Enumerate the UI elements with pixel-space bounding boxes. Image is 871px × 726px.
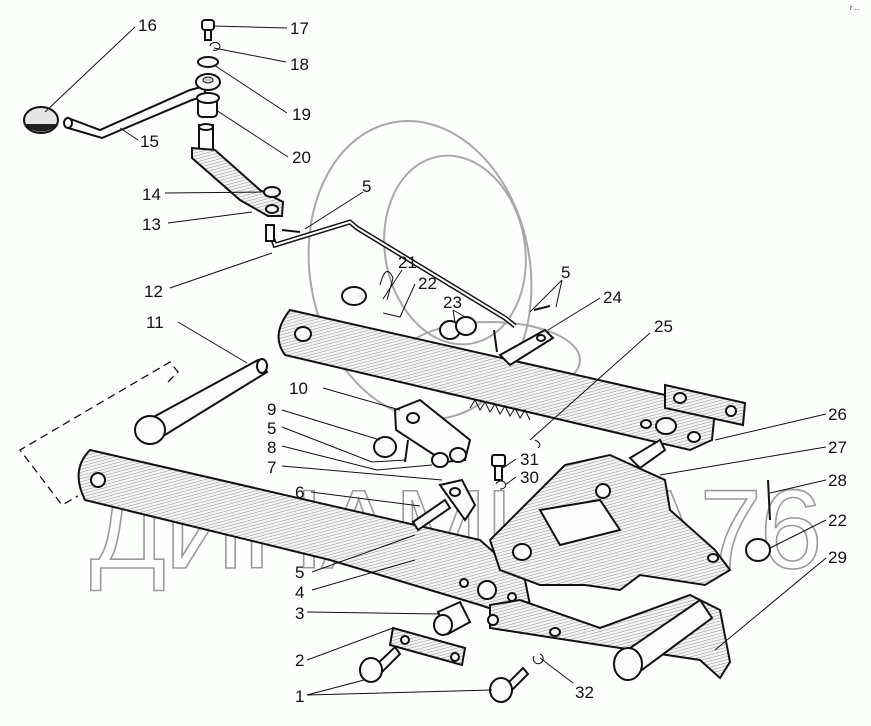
callout-6: 6 <box>295 483 304 502</box>
callout-26: 26 <box>828 405 847 424</box>
pin-3 <box>433 600 472 636</box>
circlip-18 <box>209 41 221 51</box>
washer-19 <box>197 56 219 68</box>
bolt-31 <box>491 454 506 481</box>
callout-22-top: 22 <box>418 274 437 293</box>
lower-link-bar <box>77 448 532 617</box>
pin-5-right <box>533 305 551 311</box>
callout-3: 3 <box>295 604 304 623</box>
pin-11 <box>134 358 269 445</box>
callout-5-right: 5 <box>561 263 570 282</box>
callout-labels: 16 15 17 18 19 20 14 13 5 12 21 22 23 5 … <box>138 16 847 706</box>
callout-18: 18 <box>290 55 309 74</box>
lever-knob-16 <box>23 106 59 134</box>
cotter-21 <box>379 270 394 301</box>
plate-2 <box>388 626 467 667</box>
lever-hub <box>195 73 221 118</box>
callout-2: 2 <box>295 651 304 670</box>
hitch-body-27 <box>488 438 732 592</box>
pin-5-upper <box>493 329 498 353</box>
callout-23: 23 <box>443 293 462 312</box>
upper-link-bar <box>277 308 717 452</box>
callout-5-low: 5 <box>295 563 304 582</box>
washers-23 <box>439 316 477 340</box>
washer-22-top <box>341 286 367 306</box>
callout-29: 29 <box>828 548 847 567</box>
lever-rod-15 <box>63 84 206 140</box>
bracket-6 <box>411 478 477 532</box>
callout-25: 25 <box>654 317 673 336</box>
bolt-1a <box>359 645 402 683</box>
callout-1: 1 <box>295 687 304 706</box>
callout-7: 7 <box>267 458 276 477</box>
bracket-29 <box>487 593 732 681</box>
dashed-guide <box>19 361 179 506</box>
callout-16: 16 <box>138 16 157 35</box>
cotter-28 <box>767 479 771 521</box>
callout-12: 12 <box>144 282 163 301</box>
callout-27: 27 <box>828 438 847 457</box>
control-rod-12 <box>265 219 517 328</box>
callout-11: 11 <box>146 313 164 332</box>
link-24 <box>498 328 555 367</box>
callout-20: 20 <box>292 148 311 167</box>
bushing-22-right <box>745 538 771 562</box>
bolt-1b <box>489 666 530 703</box>
callout-30: 30 <box>520 468 539 487</box>
callout-4: 4 <box>295 583 304 602</box>
callout-24: 24 <box>603 288 622 307</box>
arm-13 <box>191 123 285 217</box>
linkage-block <box>373 398 472 468</box>
callout-21: 21 <box>398 253 417 272</box>
callout-9: 9 <box>267 400 276 419</box>
callout-14: 14 <box>142 185 161 204</box>
callout-17: 17 <box>290 19 309 38</box>
circlip-30 <box>495 480 507 490</box>
callout-15: 15 <box>140 132 159 151</box>
callout-8: 8 <box>267 438 276 457</box>
callout-28: 28 <box>828 471 847 490</box>
callout-13: 13 <box>142 215 161 234</box>
bolt-17 <box>201 19 215 41</box>
corner-mark: r ... <box>850 5 860 12</box>
plate-26 <box>664 383 747 427</box>
callout-5-mid: 5 <box>267 419 276 438</box>
callout-22-right: 22 <box>828 511 847 530</box>
callout-32: 32 <box>575 683 594 702</box>
callout-10: 10 <box>289 379 308 398</box>
callout-5-rod: 5 <box>362 177 371 196</box>
callout-31: 31 <box>520 450 539 469</box>
leader-lines <box>44 25 827 696</box>
circlip-32 <box>532 653 544 665</box>
callout-19: 19 <box>292 105 311 124</box>
spring-25 <box>469 398 541 449</box>
